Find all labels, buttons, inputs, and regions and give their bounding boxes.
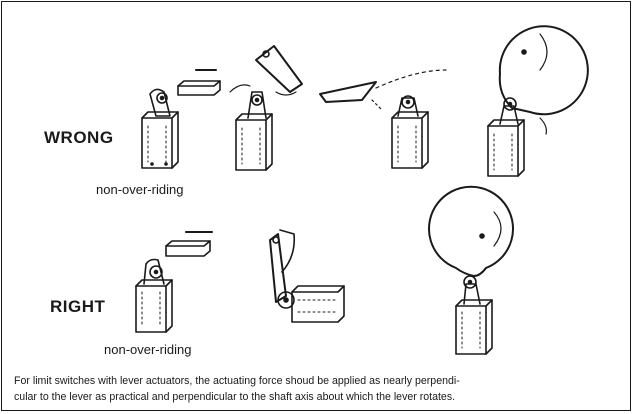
right-switch-2 <box>270 230 344 322</box>
label-right: RIGHT <box>50 297 105 317</box>
wrong-dog-1 <box>178 70 220 95</box>
wrong-switch-3 <box>392 96 428 168</box>
wrong-cam-2 <box>256 46 302 95</box>
note-right: non-over-riding <box>104 342 191 357</box>
caption: For limit switches with lever actuators,… <box>14 373 620 405</box>
right-cam-3 <box>429 187 513 276</box>
note-wrong: non-over-riding <box>96 182 183 197</box>
wrong-switch-1 <box>142 89 178 168</box>
right-switch-1 <box>136 260 172 333</box>
right-switch-3 <box>456 276 492 354</box>
right-dog-1 <box>166 232 212 256</box>
wrong-cam-4 <box>500 26 588 134</box>
caption-line-2: cular to the lever as practical and perp… <box>14 389 620 405</box>
wrong-switch-2 <box>230 85 272 170</box>
label-wrong: WRONG <box>44 128 114 148</box>
wrong-dog-3 <box>320 70 446 110</box>
caption-line-1: For limit switches with lever actuators,… <box>14 373 620 389</box>
